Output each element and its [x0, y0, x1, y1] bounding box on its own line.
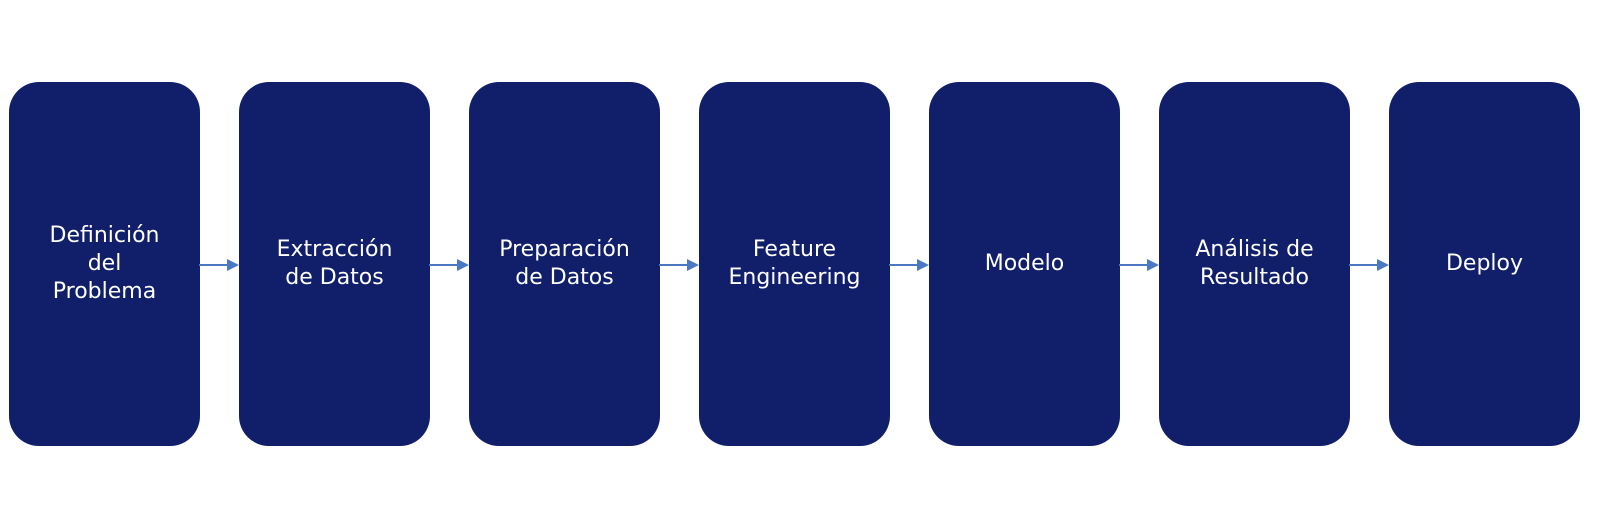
- step-label: Extracción de Datos: [276, 237, 393, 290]
- step-box-deploy: Deploy: [1389, 82, 1580, 446]
- flow-arrow-icon: [889, 258, 929, 272]
- step-box-extraccion: Extracción de Datos: [239, 82, 430, 446]
- step-label: Feature Engineering: [728, 237, 861, 290]
- step-label: Preparación de Datos: [499, 237, 630, 290]
- flow-arrow-icon: [1119, 258, 1159, 272]
- step-label: Modelo: [984, 251, 1065, 276]
- step-box-feature-engineering: Feature Engineering: [699, 82, 890, 446]
- step-box-preparacion: Preparación de Datos: [469, 82, 660, 446]
- step-label: Deploy: [1445, 251, 1524, 276]
- step-box-analisis: Análisis de Resultado: [1159, 82, 1350, 446]
- step-label: Análisis de Resultado: [1195, 237, 1314, 290]
- flow-arrow-icon: [1349, 258, 1389, 272]
- step-label: Definición del Problema: [49, 223, 160, 304]
- step-box-definicion: Definición del Problema: [9, 82, 200, 446]
- flow-arrow-icon: [659, 258, 699, 272]
- step-box-modelo: Modelo: [929, 82, 1120, 446]
- flow-arrow-icon: [199, 258, 239, 272]
- flow-arrow-icon: [429, 258, 469, 272]
